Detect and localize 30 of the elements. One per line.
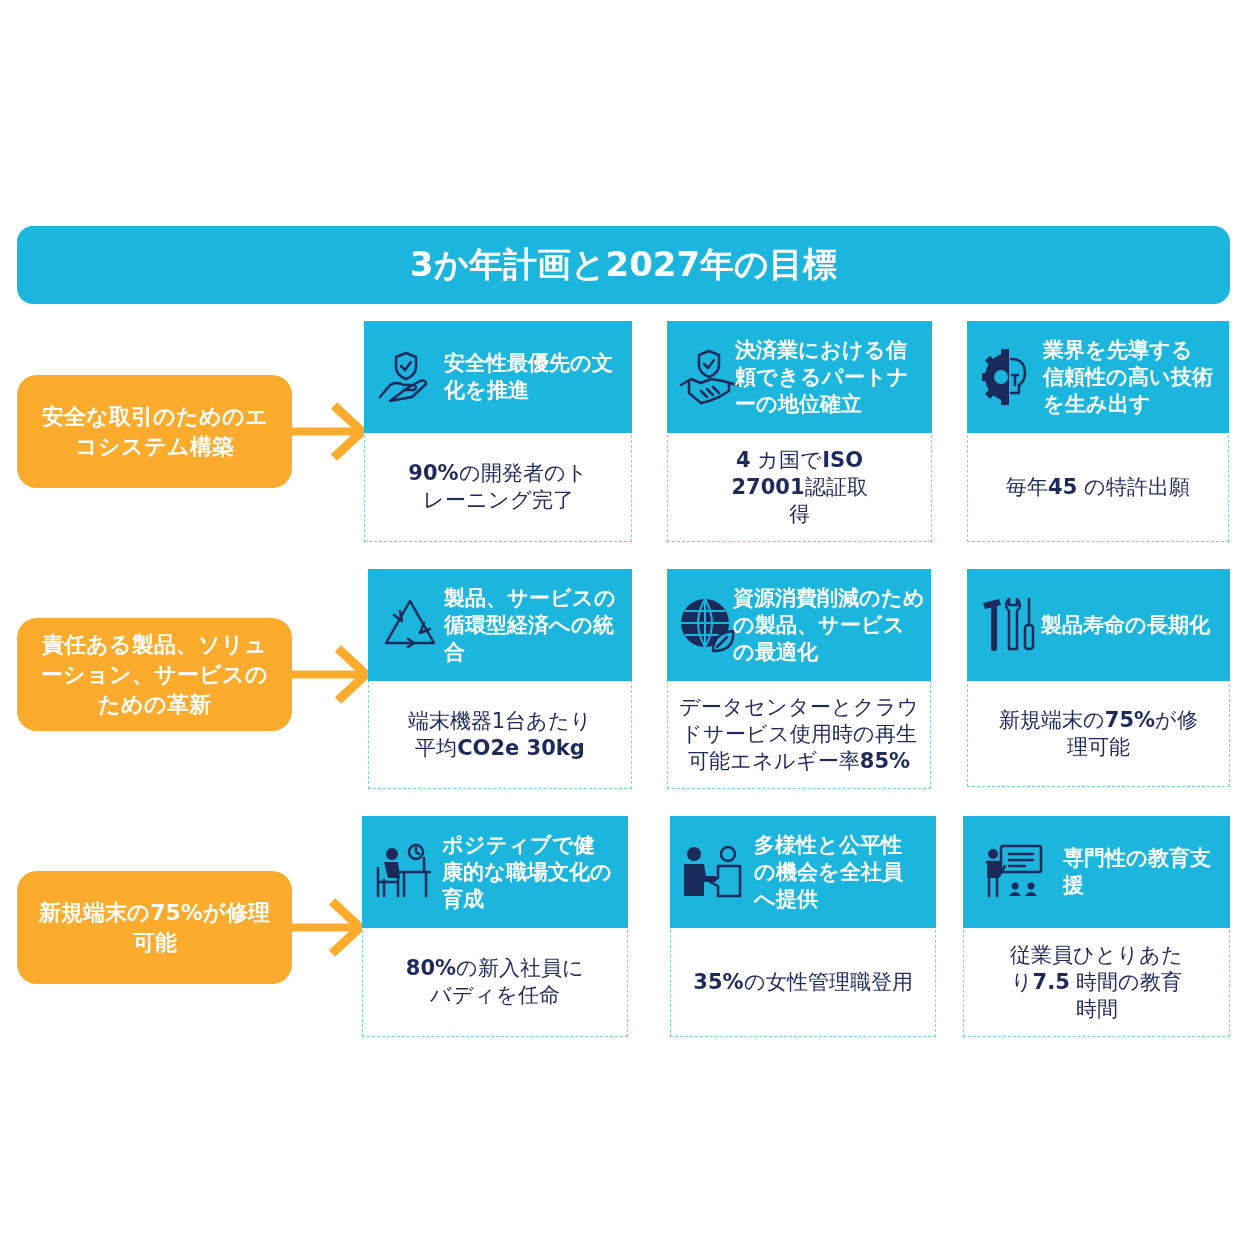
- target-text: 新規端末の75%が修理可能: [998, 706, 1199, 761]
- target-text: 35%の女性管理職登用: [693, 968, 913, 996]
- goal-card: [667, 569, 931, 789]
- target-text: データセンターとクラウドサービス使用時の再生可能エネルギー率85%: [678, 694, 920, 775]
- goal-box: 新規端末の75%が修理可能: [17, 871, 292, 984]
- target-text: 80%の新入社員にバディを任命: [404, 955, 586, 1009]
- card-heading: 安全性最優先の文化を推進: [444, 350, 614, 404]
- card-heading: 決済業における信頼できるパートナーの地位確立: [735, 336, 910, 418]
- target-text: 4 カ国でISO 27001認証取得: [730, 446, 869, 528]
- goal-card: [362, 816, 628, 1037]
- goal-card: [967, 569, 1230, 787]
- title-banner: 3か年計画と2027年の目標: [17, 226, 1230, 304]
- card-heading: 多様性と公平性の機会を全社員へ提供: [754, 831, 904, 913]
- target-text: 90%の開発者のトレーニング完了: [407, 460, 589, 514]
- card-heading: 製品寿命の長期化: [1041, 611, 1211, 639]
- card-heading: ポジティブで健康的な職場文化の育成: [442, 831, 612, 913]
- card-heading: 資源消費削減のための製品、サービスの最適化: [733, 584, 925, 666]
- goal-card: [364, 321, 632, 542]
- card-heading: 製品、サービスの循環型経済への統合: [444, 584, 617, 666]
- card-heading: 専門性の教育支援: [1063, 845, 1212, 899]
- target-text: 端末機器1台あたり平均CO2e 30kg: [406, 707, 594, 762]
- goal-card: [963, 816, 1230, 1037]
- card-heading: 業界を先導する信頼性の高い技術を生み出す: [1043, 336, 1213, 418]
- goal-card: [667, 321, 932, 542]
- goal-box: 安全な取引のためのエコシステム構築: [17, 375, 292, 488]
- target-text: 毎年45 の特許出願: [1006, 473, 1190, 501]
- goal-card: [670, 816, 936, 1037]
- goal-card: [368, 569, 632, 789]
- goal-card: [967, 321, 1229, 542]
- goal-box: 責任ある製品、ソリューション、サービスのための革新: [17, 618, 292, 731]
